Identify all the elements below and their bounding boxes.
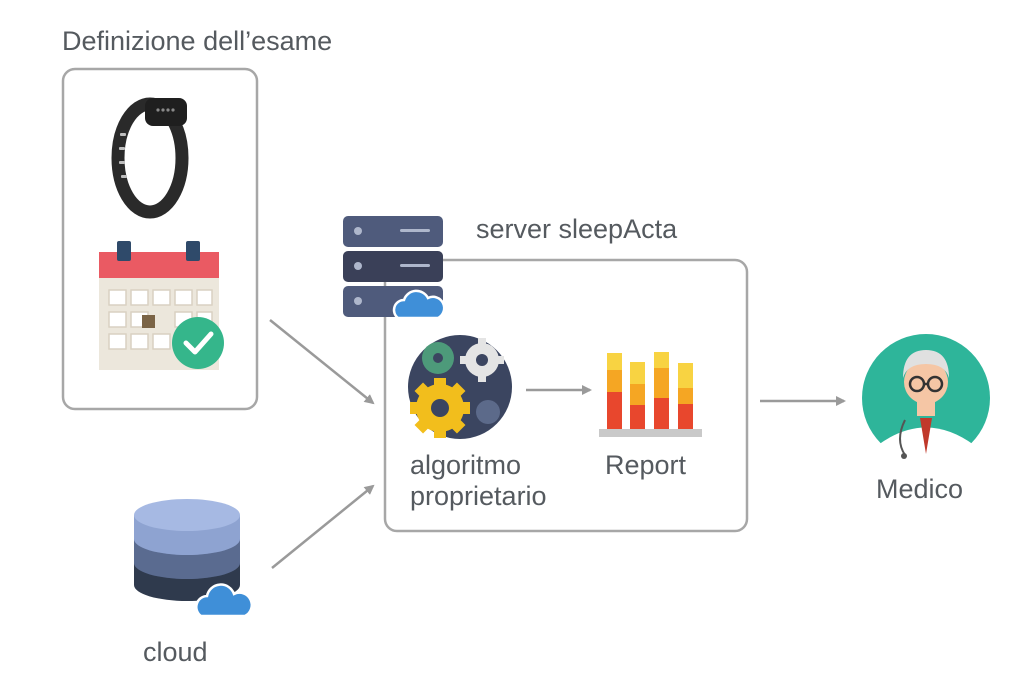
calendar-check-icon	[99, 241, 224, 370]
arrow-cloud-to-server	[271, 484, 375, 569]
algorithm-label-line2: proprietario	[410, 481, 547, 511]
fitness-band-icon	[111, 97, 189, 219]
exam-box	[61, 67, 259, 411]
gears-icon	[408, 335, 512, 439]
database-cloud-icon	[134, 499, 254, 618]
arrow-exam-to-server	[269, 319, 375, 405]
server-title: server sleepActa	[476, 214, 678, 244]
server-box	[383, 258, 749, 533]
doctor-avatar-icon	[862, 334, 990, 472]
report-label: Report	[605, 450, 687, 480]
algorithm-label: algoritmo proprietario	[410, 450, 547, 512]
server-cloud-icon	[343, 216, 446, 320]
bar-chart-icon	[599, 352, 702, 437]
doctor-label: Medico	[876, 474, 964, 504]
algorithm-label-line1: algoritmo	[410, 450, 522, 480]
cloud-label: cloud	[143, 637, 208, 667]
exam-box-title: Definizione dell’esame	[62, 26, 333, 56]
